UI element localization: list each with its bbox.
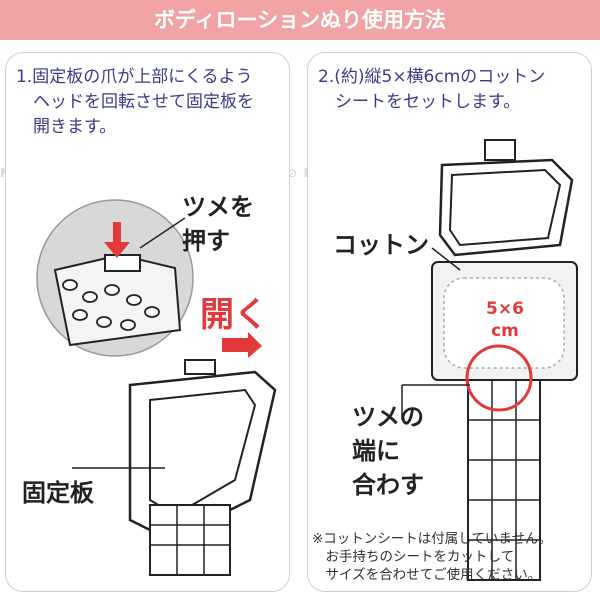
note-text: ※コットンシートは付属していません。 お手持ちのシートをカットして サイズを合わ…	[312, 531, 553, 583]
open-arrow-icon	[222, 332, 262, 358]
device-illustration	[438, 139, 574, 581]
claw-label: ツメの 端に 合わす	[352, 403, 424, 499]
page-title: ボディローションぬり使用方法	[153, 8, 447, 32]
push-arrow-icon	[104, 222, 130, 258]
cotton-label: コットン	[333, 231, 429, 259]
open-label: 開く	[200, 295, 268, 335]
step2-text: 2.(約)縦5×横6cmのコットン シートをセットします。	[318, 67, 546, 112]
claw-highlight-circle	[465, 344, 533, 412]
push-pointer-line	[139, 217, 186, 249]
size-label: 5×6 cm	[486, 299, 524, 341]
step1-text: 1.固定板の爪が上部にくるよう ヘッドを回転させて固定板を 開きます。	[16, 67, 254, 137]
cotton-pointer-line	[431, 247, 461, 271]
push-label: ツメを 押す	[182, 193, 254, 255]
cotton-sheet-illustration	[431, 261, 578, 381]
plate-label: 固定板	[22, 479, 94, 507]
page-header: ボディローションぬり使用方法	[0, 0, 600, 40]
fixing-plate-illustration	[128, 359, 277, 576]
